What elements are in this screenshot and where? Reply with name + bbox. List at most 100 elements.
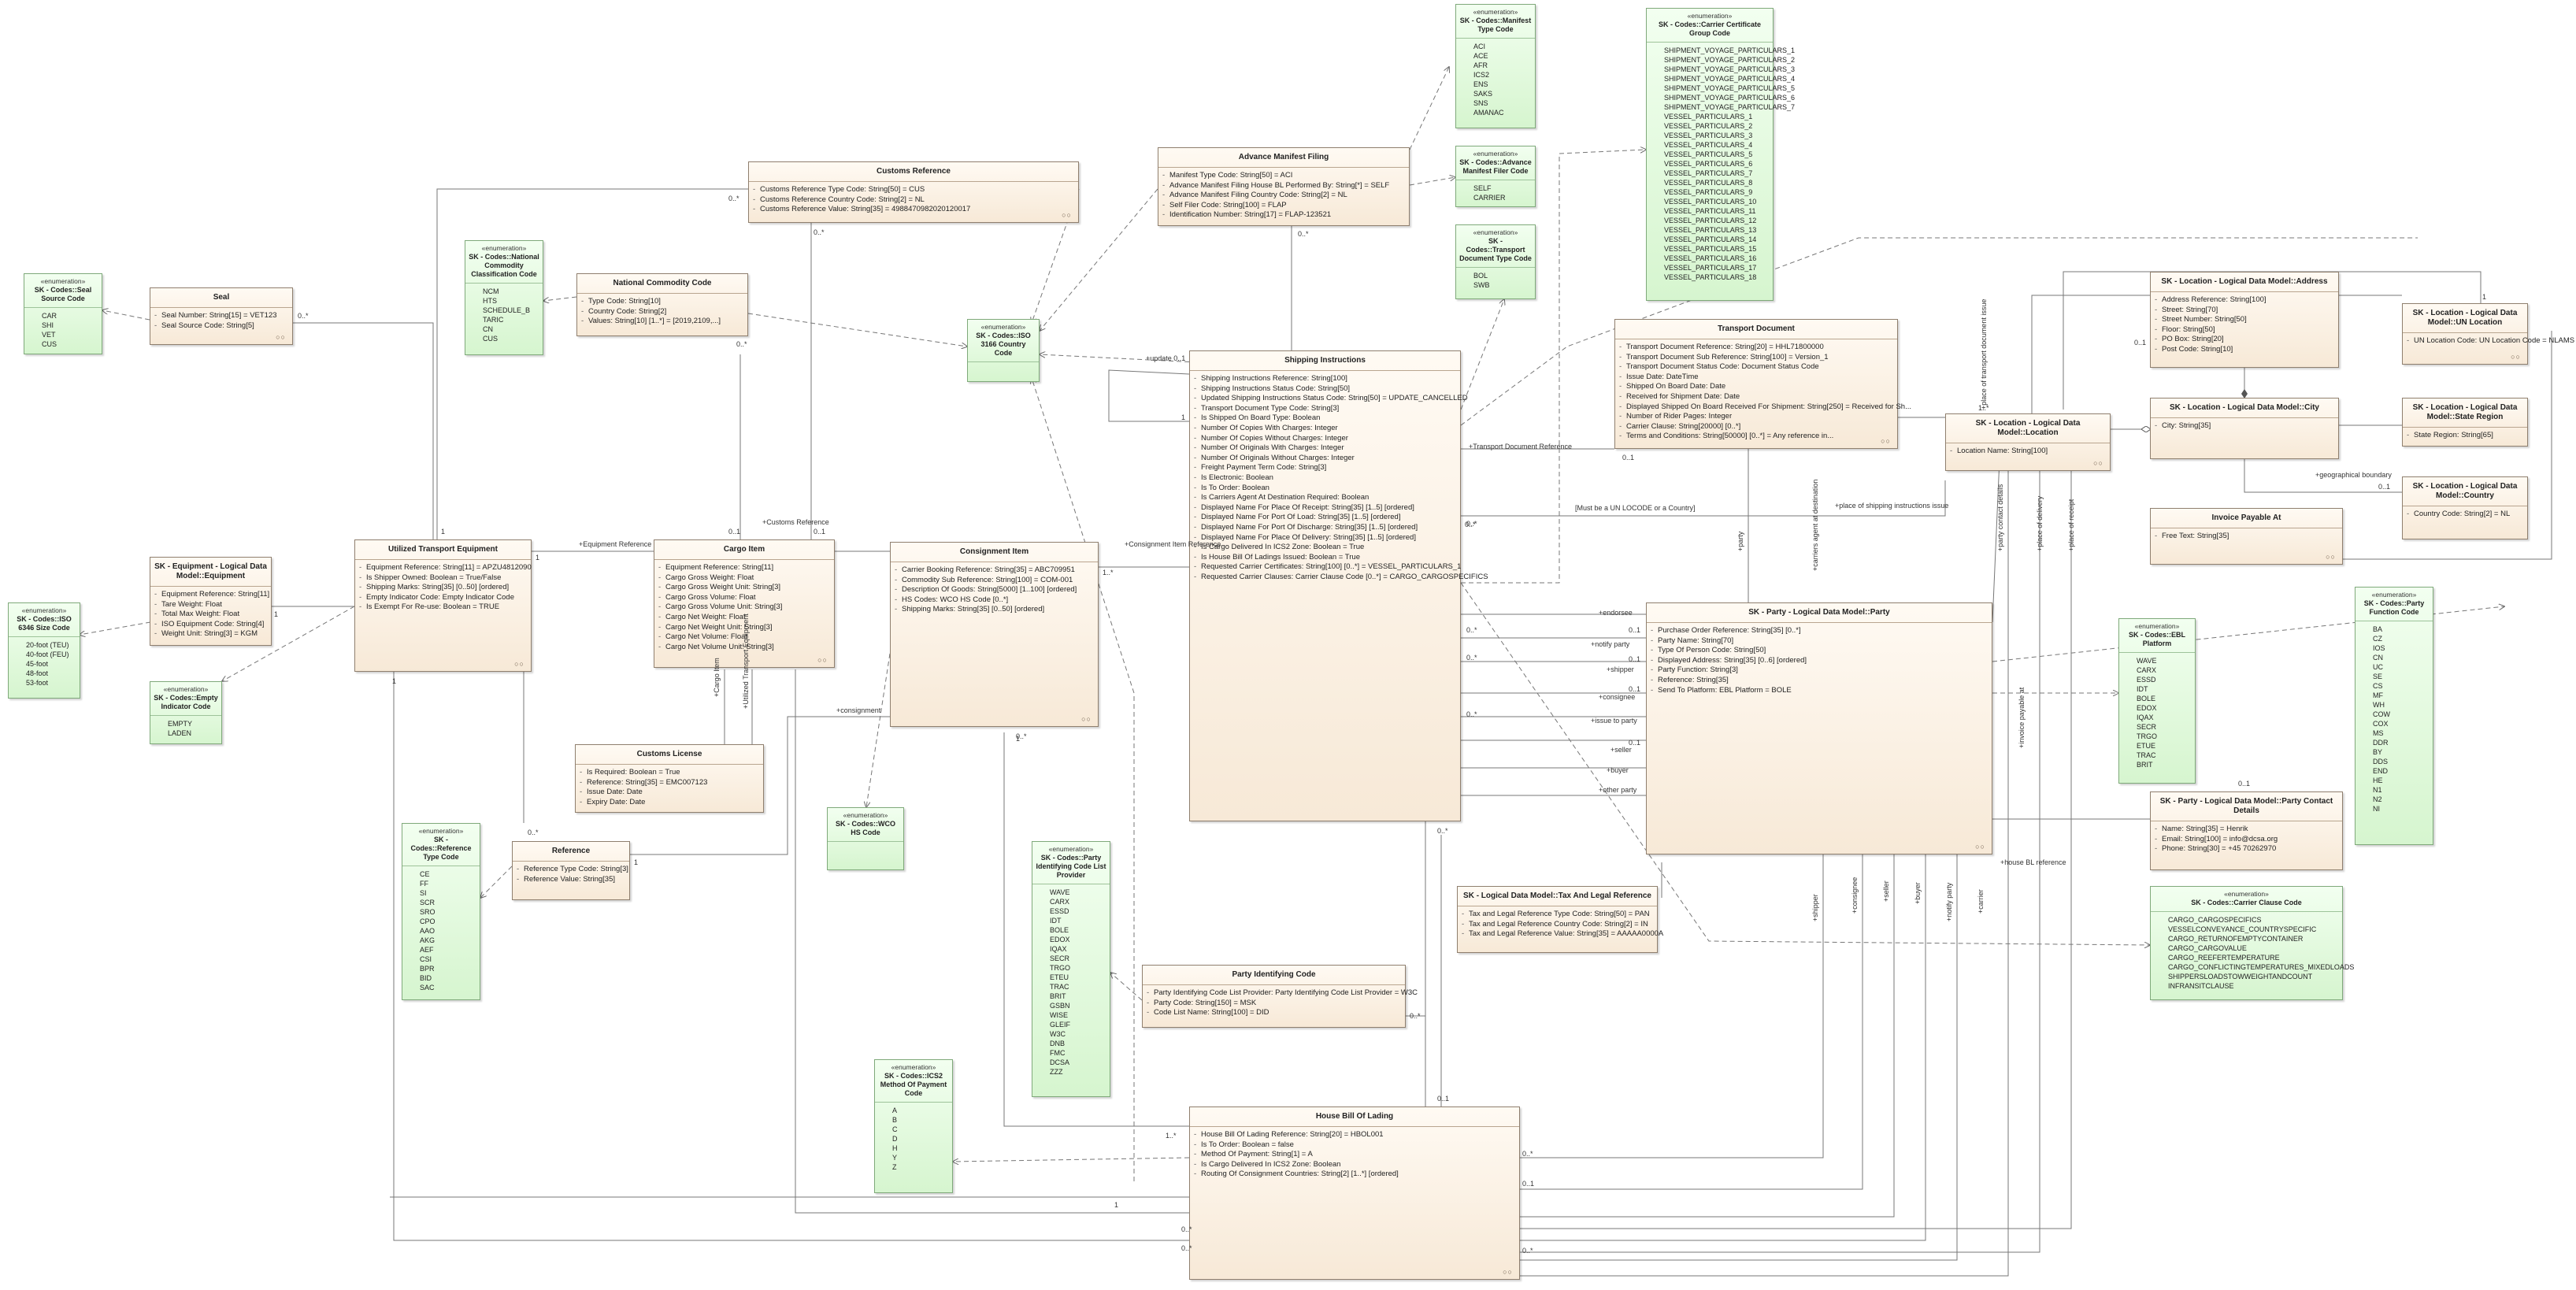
enum-wco-hs-code[interactable]: «enumeration» SK - Codes::WCO HS Code: [827, 807, 904, 870]
literal: ZZZ: [1050, 1068, 1063, 1076]
attribute-list: Address Reference: String[100] Street: S…: [2151, 292, 2338, 358]
literal: WAVE: [2137, 657, 2157, 665]
enum-reference-type-code[interactable]: «enumeration» SK - Codes::Reference Type…: [402, 823, 480, 1000]
dep-si-tdtype: [1460, 299, 1504, 410]
class-address[interactable]: SK - Location - Logical Data Model::Addr…: [2150, 272, 2339, 368]
attribute-list: UN Location Code: UN Location Code = NLA…: [2403, 333, 2574, 350]
literal: CZ: [2373, 635, 2382, 643]
assoc-si-location: [1461, 480, 1946, 517]
enum-national-commodity-classification[interactable]: «enumeration» SK - Codes::National Commo…: [465, 240, 543, 355]
assoc-label: +other party: [1599, 786, 1637, 794]
assoc-label: 1..*: [1103, 569, 1114, 576]
class-house-bill-of-lading[interactable]: House Bill Of Lading House Bill Of Ladin…: [1189, 1107, 1520, 1280]
literal: BRIT: [2137, 761, 2153, 769]
class-seal[interactable]: Seal Seal Number: String[15] = VET123 Se…: [150, 287, 293, 345]
class-advance-manifest-filing[interactable]: Advance Manifest Filing Manifest Type Co…: [1158, 147, 1410, 226]
role-label: +seller: [1882, 880, 1890, 902]
class-title: Advance Manifest Filing: [1158, 148, 1409, 168]
enum-ebl-platform[interactable]: «enumeration» SK - Codes::EBL Platform W…: [2118, 618, 2196, 784]
attribute: Reference: String[35] = EMC007123: [580, 778, 758, 788]
literal: EMPTY: [168, 720, 193, 728]
dep-hbl-ics2: [953, 1157, 1190, 1162]
attribute: Customs Reference Country Code: String[2…: [753, 195, 1073, 206]
enum-transport-document-type-code[interactable]: «enumeration» SK - Codes::Transport Docu…: [1455, 224, 1536, 299]
attribute-list: Free Text: String[35]: [2151, 528, 2342, 545]
class-national-commodity-code[interactable]: National Commodity Code Type Code: Strin…: [576, 273, 748, 336]
literal: N2: [2373, 795, 2382, 803]
literal: SCR: [420, 899, 436, 906]
literal: VESSEL_PARTICULARS_18: [1664, 273, 1757, 281]
enum-title: SK - Codes::ICS2 Method Of Payment Code: [875, 1071, 952, 1103]
class-city[interactable]: SK - Location - Logical Data Model::City…: [2150, 398, 2339, 459]
enum-party-identifying-code-list-provider[interactable]: «enumeration» SK - Codes::Party Identify…: [1032, 841, 1110, 1097]
attribute: Cargo Gross Volume Unit: String[3]: [658, 602, 829, 613]
attribute: Type Code: String[10]: [581, 297, 743, 307]
enum-title: SK - Codes::EBL Platform: [2119, 630, 2195, 653]
class-equipment[interactable]: SK - Equipment - Logical Data Model::Equ…: [150, 557, 272, 646]
class-footer: ○○: [2511, 353, 2521, 361]
enum-iso6346-size-code[interactable]: «enumeration» SK - Codes::ISO 6346 Size …: [8, 602, 80, 699]
literal: SECR: [1050, 955, 1070, 962]
class-invoice-payable-at[interactable]: Invoice Payable At Free Text: String[35]…: [2150, 508, 2343, 565]
class-location[interactable]: SK - Location - Logical Data Model::Loca…: [1945, 413, 2111, 471]
class-un-location[interactable]: SK - Location - Logical Data Model::UN L…: [2402, 303, 2574, 365]
assoc-label: 1: [2482, 293, 2487, 301]
literal: VESSEL_PARTICULARS_8: [1664, 179, 1753, 187]
literal: VESSEL_PARTICULARS_4: [1664, 141, 1753, 149]
class-shipping-instructions[interactable]: Shipping Instructions Shipping Instructi…: [1189, 350, 1488, 821]
assoc-label: 1: [1181, 413, 1186, 421]
assoc-label: +Consignment Item Reference: [1125, 540, 1221, 548]
class-consignment-item[interactable]: Consignment Item Carrier Booking Referen…: [890, 542, 1099, 727]
assoc-label: +Equipment Reference: [579, 540, 652, 548]
enum-iso3166-country-code[interactable]: «enumeration» SK - Codes::ISO 3166 Count…: [967, 319, 1040, 382]
attribute-list: Customs Reference Type Code: String[50] …: [749, 182, 1078, 218]
literal: ACI: [1473, 43, 1486, 50]
literal: SHIPMENT_VOYAGE_PARTICULARS_2: [1664, 56, 1796, 64]
attribute: Is To Order: Boolean = false: [1194, 1140, 1514, 1151]
class-cargo-item[interactable]: Cargo Item Equipment Reference: String[1…: [654, 539, 835, 668]
literal: CUS: [483, 335, 499, 343]
class-title: SK - Location - Logical Data Model::Loca…: [1946, 414, 2110, 443]
literal: VESSEL_PARTICULARS_7: [1664, 169, 1753, 177]
enum-carrier-clause-code[interactable]: «enumeration» SK - Codes::Carrier Clause…: [2150, 886, 2354, 1000]
enum-ics2-method-of-payment-code[interactable]: «enumeration» SK - Codes::ICS2 Method Of…: [874, 1059, 953, 1193]
class-utilized-transport-equipment[interactable]: Utilized Transport Equipment Equipment R…: [354, 539, 532, 672]
class-customs-reference[interactable]: Customs Reference Customs Reference Type…: [748, 161, 1079, 223]
class-party[interactable]: SK - Party - Logical Data Model::Party P…: [1646, 602, 1992, 854]
enum-title: SK - Codes::Carrier Certificate Group Co…: [1647, 20, 1773, 43]
class-footer: ○○: [1975, 843, 1985, 851]
enum-manifest-type-code[interactable]: «enumeration» SK - Codes::Manifest Type …: [1455, 4, 1536, 128]
class-footer: ○○: [514, 660, 524, 668]
enum-empty-indicator-code[interactable]: «enumeration» SK - Codes::Empty Indicato…: [150, 681, 222, 744]
literal: BPR: [420, 965, 435, 973]
enum-carrier-certificate-group-code[interactable]: «enumeration» SK - Codes::Carrier Certif…: [1646, 8, 1796, 301]
enum-party-function-code[interactable]: «enumeration» SK - Codes::Party Function…: [2355, 587, 2433, 845]
attribute: Is Shipper Owned: Boolean = True/False: [359, 573, 526, 584]
literal: SHIPMENT_VOYAGE_PARTICULARS_3: [1664, 65, 1796, 73]
class-transport-document[interactable]: Transport Document Transport Document Re…: [1614, 319, 1911, 449]
assoc-label: +geographical boundary: [2315, 471, 2392, 479]
attribute: Carrier Booking Reference: String[35] = …: [895, 565, 1093, 576]
attribute: Self Filer Code: String[100] = FLAP: [1162, 201, 1404, 211]
assoc-label: +seller: [1610, 746, 1632, 754]
class-title: SK - Location - Logical Data Model::Addr…: [2151, 272, 2338, 292]
class-customs-license[interactable]: Customs License Is Required: Boolean = T…: [575, 744, 764, 813]
attribute: Code List Name: String[100] = DID: [1147, 1008, 1400, 1018]
literal-list: ACI ACE AFR ICS2 ENS SAKS SNS AMANAC: [1456, 39, 1535, 120]
enum-seal-source-code[interactable]: «enumeration» SK - Codes::Seal Source Co…: [24, 273, 102, 354]
assoc-label: +place of shipping instructions issue: [1835, 502, 1949, 510]
class-state-region[interactable]: SK - Location - Logical Data Model::Stat…: [2402, 398, 2528, 447]
literal: IQAX: [2137, 714, 2154, 721]
class-tax-legal-reference[interactable]: SK - Logical Data Model::Tax And Legal R…: [1457, 886, 1663, 953]
assoc-label: 1: [1016, 735, 1021, 743]
class-title: Customs License: [576, 745, 763, 765]
class-party-contact-details[interactable]: SK - Party - Logical Data Model::Party C…: [2150, 791, 2343, 870]
assoc-label: 0..1: [1629, 685, 1641, 693]
literal: SHIPMENT_VOYAGE_PARTICULARS_4: [1664, 75, 1796, 83]
class-country[interactable]: SK - Location - Logical Data Model::Coun…: [2402, 476, 2528, 539]
class-party-identifying-code[interactable]: Party Identifying Code Party Identifying…: [1142, 965, 1418, 1028]
class-reference[interactable]: Reference Reference Type Code: String[3]…: [512, 841, 630, 900]
enum-advance-manifest-filer-code[interactable]: «enumeration» SK - Codes::Advance Manife…: [1455, 146, 1536, 207]
enum-title: SK - Codes::Transport Document Type Code: [1456, 236, 1535, 268]
assoc-label: +Transport Document Reference: [1469, 443, 1572, 450]
